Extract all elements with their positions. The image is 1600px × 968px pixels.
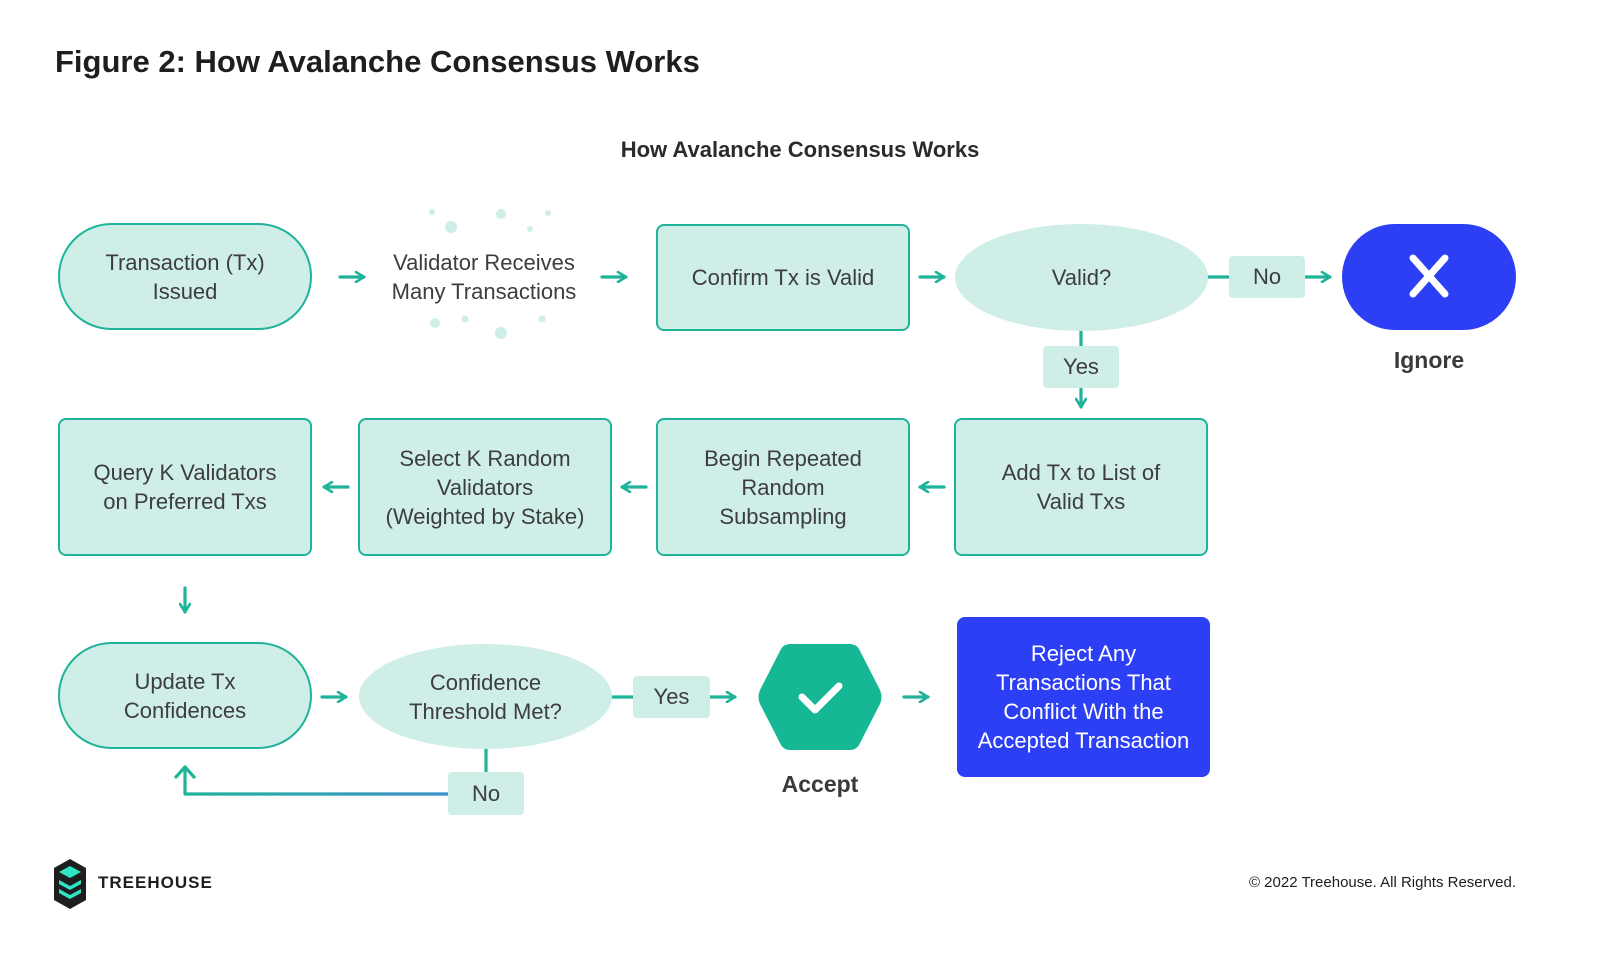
figure-title: Figure 2: How Avalanche Consensus Works bbox=[55, 44, 700, 79]
ignore-label: Ignore bbox=[1393, 347, 1465, 373]
brand-name: TREEHOUSE bbox=[98, 873, 213, 892]
scatter-dots bbox=[429, 209, 551, 339]
close-x-icon bbox=[1409, 254, 1449, 298]
treehouse-logo-icon bbox=[54, 859, 86, 909]
checkmark-icon bbox=[798, 682, 843, 714]
edge-label-threshold-yes: Yes bbox=[633, 676, 710, 718]
edge-label-valid-no: No bbox=[1229, 256, 1305, 298]
accept-label: Accept bbox=[781, 771, 859, 797]
node-tx-issued: Transaction (Tx)Issued bbox=[58, 223, 312, 330]
node-confirm-valid: Confirm Tx is Valid bbox=[656, 224, 910, 331]
arrow-no-loop-to-update bbox=[183, 766, 450, 796]
edge-label-valid-yes: Yes bbox=[1043, 346, 1119, 388]
node-valid-decision: Valid? bbox=[955, 224, 1208, 331]
ignore-badge bbox=[1342, 224, 1516, 330]
loop-arrowhead bbox=[174, 765, 196, 779]
accept-badge bbox=[758, 644, 882, 750]
edge-label-threshold-no: No bbox=[448, 772, 524, 815]
diagram-title: How Avalanche Consensus Works bbox=[620, 137, 980, 162]
copyright-text: © 2022 Treehouse. All Rights Reserved. bbox=[1248, 874, 1516, 891]
